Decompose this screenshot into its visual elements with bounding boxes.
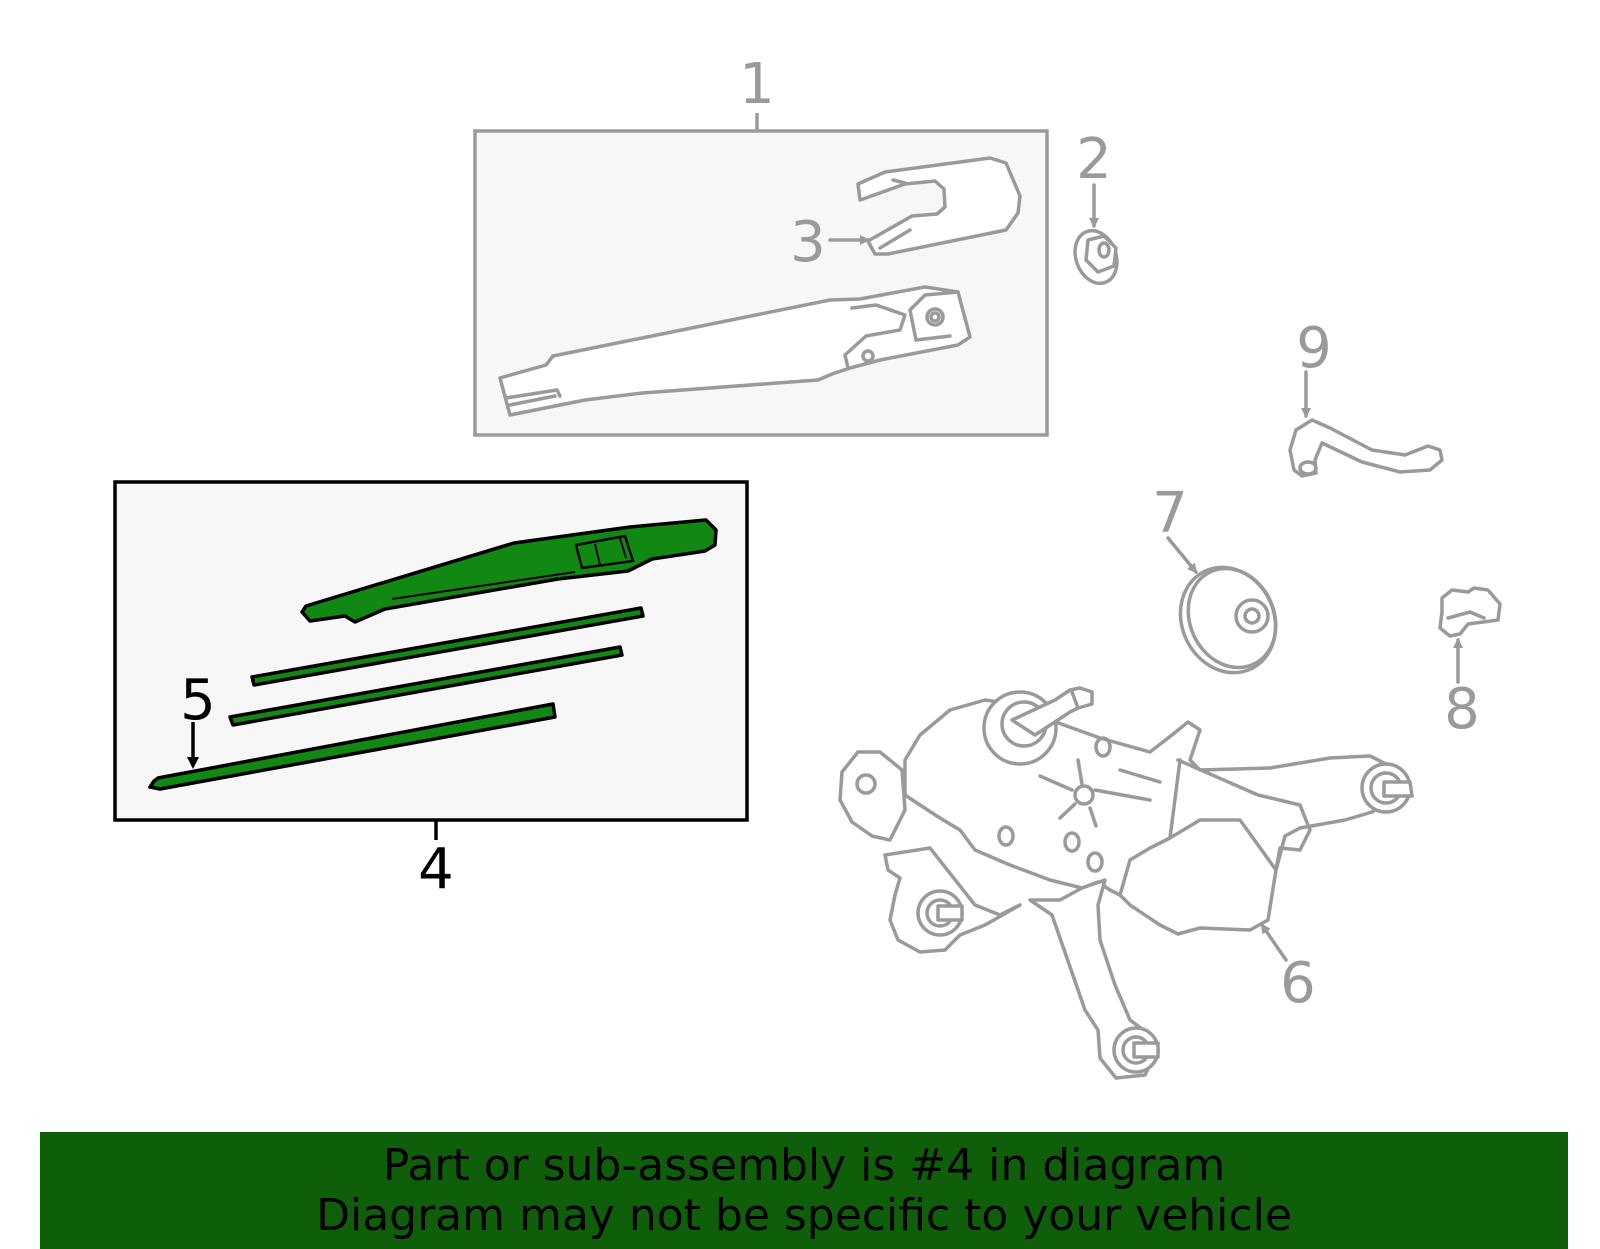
wiper-arm-tip-detail xyxy=(508,394,557,407)
hose-end xyxy=(1298,460,1318,476)
motor-grommet-bottom-bolt xyxy=(1132,1041,1160,1059)
wiper-blade-clip-detail xyxy=(619,537,627,559)
motor-mount-hole-left xyxy=(855,773,877,795)
motor-housing-hole xyxy=(1063,831,1081,853)
wiper-blade-strip-upper xyxy=(250,606,645,687)
wiper-arm-pivot-hole xyxy=(929,311,941,323)
cap-center xyxy=(1234,598,1270,634)
cap-center-inner xyxy=(1243,607,1261,625)
wiper-blade-strip-middle xyxy=(228,645,624,727)
callout-6-leader xyxy=(1260,923,1288,962)
cap-part xyxy=(1166,536,1278,675)
motor-housing xyxy=(903,698,1392,936)
motor-housing-hole xyxy=(1086,851,1104,873)
hose-body xyxy=(1288,418,1444,478)
callout-4: 4 xyxy=(418,837,454,902)
wiper-blade-insert-part xyxy=(148,702,557,791)
callout-9: 9 xyxy=(1296,316,1332,381)
arm-kit-group xyxy=(473,113,1049,437)
motor-grommet-right-bolt xyxy=(1382,780,1414,798)
blade-assembly-group xyxy=(113,480,749,840)
wiper-blade-frame-detail xyxy=(391,571,576,600)
motor-gear-center xyxy=(1073,784,1095,806)
arm-cap-detail xyxy=(878,228,912,250)
motor-shaft xyxy=(1010,686,1094,737)
motor-housing-rib xyxy=(1088,806,1098,828)
wiper-blade-clip xyxy=(574,534,635,570)
wiper-arm-rivet xyxy=(861,349,875,363)
wiper-motor-part xyxy=(838,686,1414,1080)
callout-1: 1 xyxy=(739,52,775,117)
nut-bore xyxy=(1097,241,1111,259)
banner-line-2: Diagram may not be specific to your vehi… xyxy=(316,1189,1292,1241)
motor-grommet-left-bolt xyxy=(936,904,964,922)
clip-part xyxy=(1438,586,1502,684)
motor-housing-hole xyxy=(997,825,1015,847)
wiper-arm-tip-detail xyxy=(504,388,562,400)
callout-8: 8 xyxy=(1444,677,1480,742)
callout-5: 5 xyxy=(180,668,216,733)
motor-mount-ear-left xyxy=(838,750,907,842)
motor-housing-rib xyxy=(1058,802,1077,820)
arm-cap-detail xyxy=(891,178,907,185)
motor-can-detail xyxy=(1168,818,1278,872)
wiper-arm-part xyxy=(498,285,972,417)
callout-6: 6 xyxy=(1280,951,1316,1016)
motor-housing-rib xyxy=(1093,788,1152,802)
info-banner: Part or sub-assembly is #4 in diagram Di… xyxy=(40,1132,1568,1249)
clip-detail xyxy=(1446,610,1486,620)
wiper-arm-hub-detail xyxy=(908,290,960,342)
callout-2: 2 xyxy=(1076,127,1112,192)
banner-line-1: Part or sub-assembly is #4 in diagram xyxy=(382,1139,1226,1191)
motor-housing-rib xyxy=(1038,774,1074,792)
cap-rim xyxy=(1186,566,1278,670)
motor-can xyxy=(1176,758,1312,872)
wiper-blade-clip-detail xyxy=(594,543,601,566)
motor-housing-rib xyxy=(1118,768,1162,784)
callout-3: 3 xyxy=(790,210,826,275)
motor-shaft-detail xyxy=(1070,690,1080,710)
callout-7-leader xyxy=(1166,536,1198,574)
nut-part xyxy=(1073,183,1119,286)
motor-housing-hole xyxy=(1094,736,1112,758)
wiper-arm-pivot-hole xyxy=(925,307,945,327)
motor-connector xyxy=(1118,758,1182,897)
callout-7: 7 xyxy=(1152,481,1188,546)
wiper-arm-hub xyxy=(843,303,907,370)
hose-part xyxy=(1288,370,1444,478)
motor-housing-rib xyxy=(1076,758,1084,786)
